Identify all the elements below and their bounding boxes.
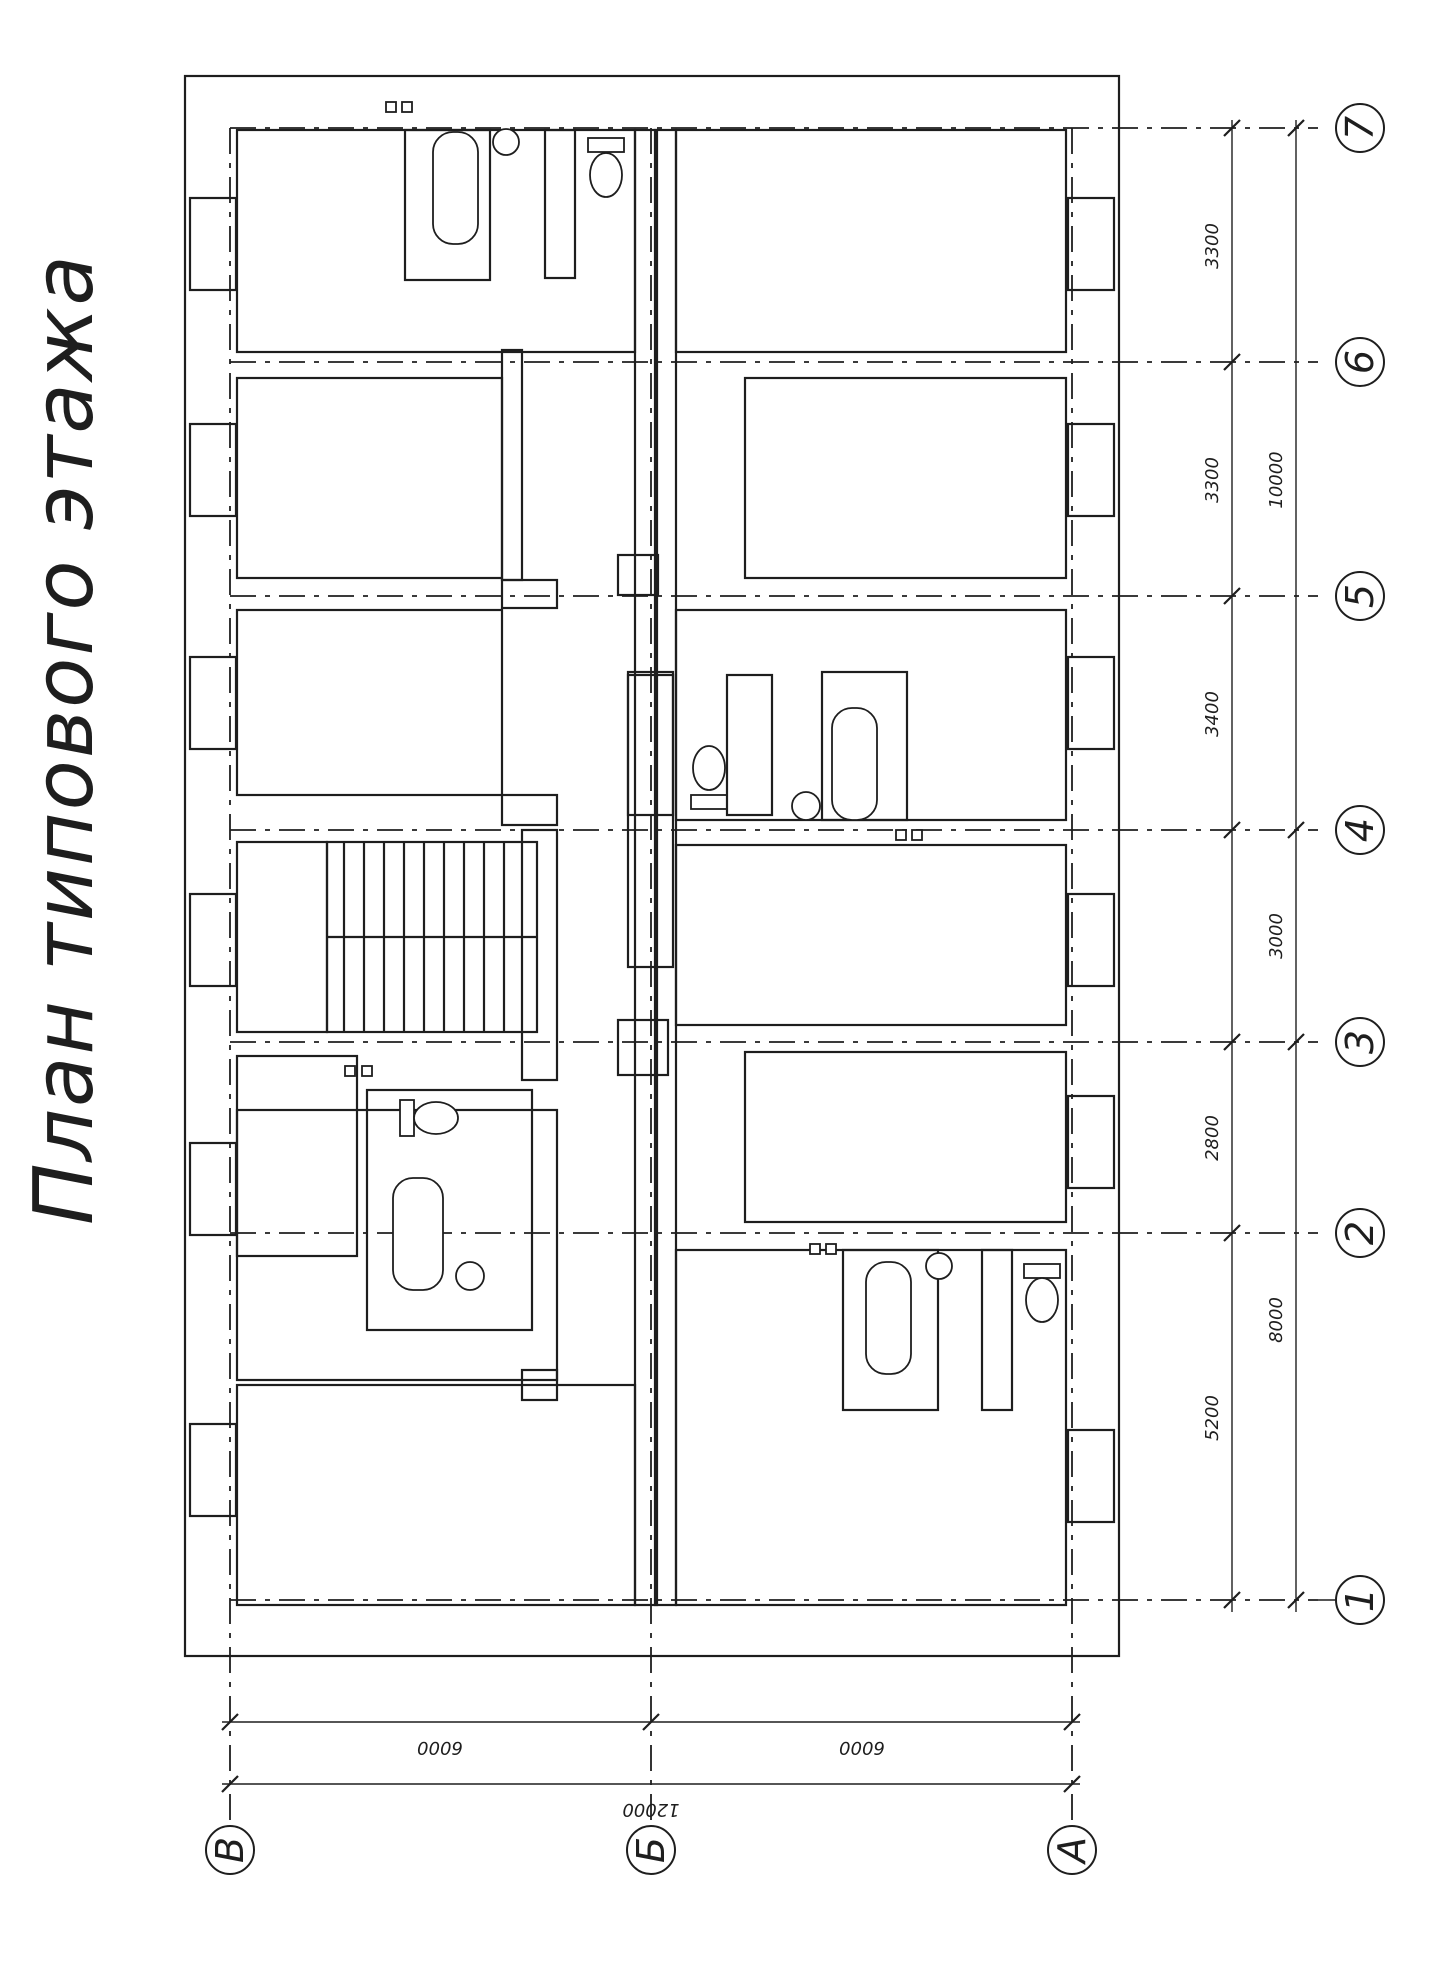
axis-bubble-2 [1335,1208,1385,1258]
toilet-icon [1023,1263,1061,1279]
dim-3300-a: 3300 [1202,457,1223,503]
ventilation-icon [809,1243,821,1255]
svg-text:Б: Б [629,1837,673,1863]
dim-3400: 3400 [1202,691,1223,737]
axis-bubble-v [205,1825,255,1875]
bathroom-lower-right [809,1243,1061,1412]
dim-5200: 5200 [1202,1395,1223,1441]
windows-left [188,196,238,1518]
bathtub-icon [865,1261,912,1375]
sink-icon [791,791,821,821]
dimension-lines-bottom [221,1713,1081,1793]
svg-text:1: 1 [1338,1588,1382,1612]
rooms-right [674,128,1068,1607]
dim-6000-b: 6000 [839,1737,885,1758]
axis-bubble-a [1047,1825,1097,1875]
bathroom-middle [626,670,923,841]
svg-text:В: В [208,1837,252,1863]
axis-bubbles-cols: В Б А [205,1825,1097,1875]
axis-lines-cols [229,128,1073,1820]
windows-right [1066,196,1116,1524]
svg-text:3: 3 [1338,1030,1382,1054]
dim-6000-a: 6000 [417,1737,463,1758]
dim-10000: 10000 [1266,451,1287,508]
svg-text:А: А [1050,1837,1094,1866]
sink-icon [925,1252,953,1280]
building-outline [183,74,1121,1658]
ventilation-icon [344,1065,356,1077]
axis-bubble-1 [1335,1575,1385,1625]
dimension-texts-right: 5200 2800 3400 3300 3300 8000 3000 10000 [1202,223,1287,1441]
svg-text:4: 4 [1338,818,1382,842]
bathtub-icon [432,131,479,245]
svg-text:2: 2 [1338,1221,1382,1245]
dim-12000: 12000 [622,1799,679,1820]
bathtub-icon [392,1177,444,1291]
svg-text:6: 6 [1338,350,1382,374]
axis-bubbles-rows: 1 2 3 4 5 6 7 [1318,103,1385,1625]
toilet-icon [690,794,728,810]
dimension-lines-right [1223,119,1305,1612]
axis-bubble-3 [1335,1017,1385,1067]
toilet-icon [399,1099,415,1137]
ventilation-icon [895,829,907,841]
axis-bubble-6 [1335,337,1385,387]
sink-icon [455,1261,485,1291]
bathroom-top [385,101,625,282]
bathroom-lower-left [344,1065,534,1332]
svg-text:5: 5 [1338,584,1382,608]
sink-icon [492,128,520,156]
bathtub-icon [831,707,878,821]
staircase [325,840,539,1034]
dim-2800: 2800 [1202,1115,1223,1161]
axis-bubble-7 [1335,103,1385,153]
ventilation-icon [385,101,397,113]
axis-lines-rows [230,127,1318,1601]
axis-bubble-5 [1335,571,1385,621]
axis-bubble-4 [1335,805,1385,855]
svg-text:7: 7 [1338,116,1382,140]
drawing-title: План типового этажа [17,253,112,1225]
axis-bubble-b [626,1825,676,1875]
dim-3300-b: 3300 [1202,223,1223,269]
corridor-walls [500,128,678,1607]
dim-8000: 8000 [1266,1297,1287,1343]
rooms-left [235,128,637,1607]
dimension-texts-bottom: 6000 6000 12000 [417,1737,885,1820]
dim-3000: 3000 [1266,913,1287,959]
toilet-icon [587,137,625,153]
